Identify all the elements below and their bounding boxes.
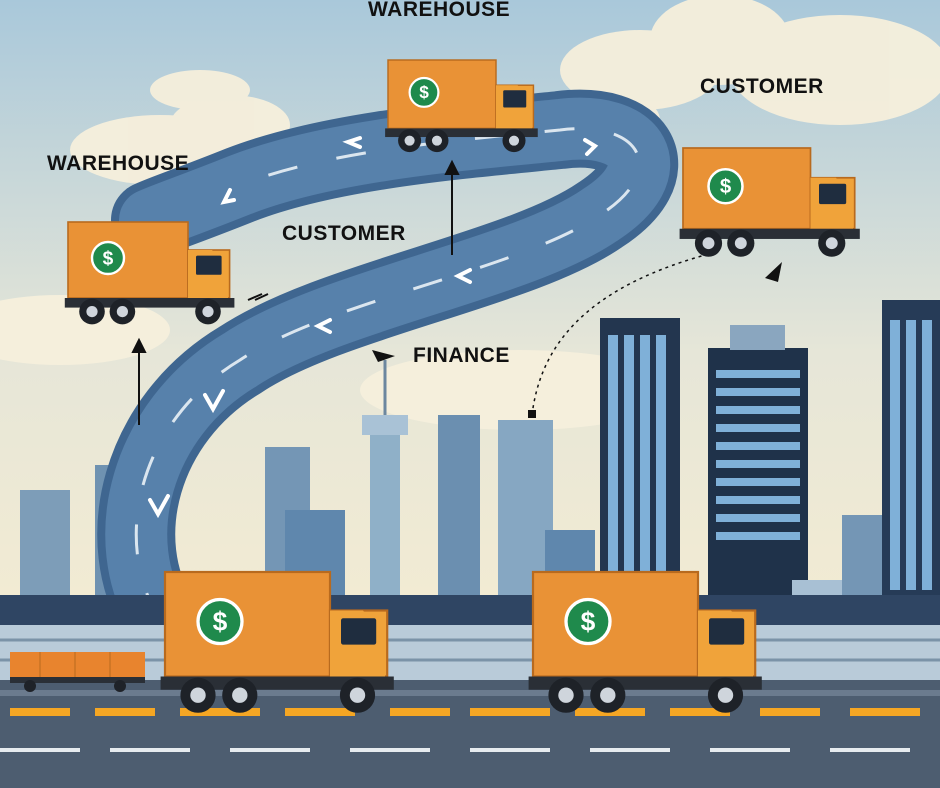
flatbed-trailer — [10, 652, 145, 692]
arrow-up-icons — [131, 159, 460, 425]
railing — [0, 638, 940, 662]
label-warehouse-top: WAREHOUSE — [368, 0, 511, 21]
dotted-connector — [531, 254, 706, 416]
highway — [0, 680, 940, 788]
label-warehouse-left: WAREHOUSE — [47, 152, 190, 175]
connector-node — [528, 410, 536, 418]
label-customer-middle: CUSTOMER — [282, 222, 406, 245]
label-customer-right: CUSTOMER — [700, 75, 824, 98]
road-path — [97, 89, 679, 659]
lane-markings-white — [0, 748, 910, 752]
flag-icons — [247, 262, 782, 362]
building-windows — [608, 320, 932, 590]
label-finance: FINANCE — [413, 344, 510, 367]
chevron-icons — [148, 136, 599, 519]
overpass — [0, 595, 940, 625]
railing-area — [0, 625, 940, 680]
